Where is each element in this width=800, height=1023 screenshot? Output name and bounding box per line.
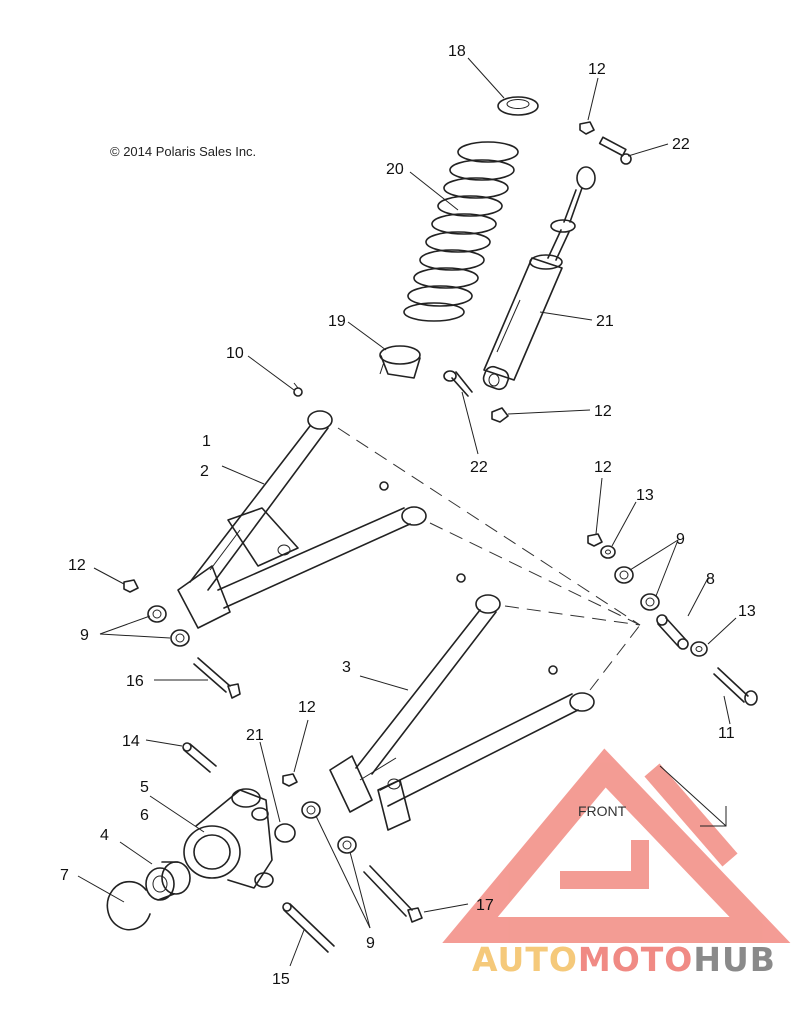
callout-2: 2	[200, 463, 209, 480]
grease-fitting-10	[293, 382, 303, 397]
grease-fitting-a	[379, 481, 389, 491]
coil-spring	[403, 141, 519, 322]
spring-seat	[379, 345, 421, 379]
callout-12-right: 12	[594, 459, 612, 476]
o-ring-21	[274, 823, 296, 843]
bushing-9-right-b	[640, 593, 660, 611]
snap-ring	[106, 880, 151, 931]
grease-fitting-b	[456, 573, 466, 583]
bushing-9-right-a	[614, 566, 634, 584]
callout-15: 15	[272, 971, 290, 988]
assembly-dash-lines	[337, 427, 641, 691]
bearing-carrier	[183, 788, 274, 889]
washer-13-upper	[600, 545, 616, 559]
spring-retainer-clip	[497, 96, 539, 116]
callout-18: 18	[448, 43, 466, 60]
callout-10: 10	[226, 345, 244, 362]
callout-14: 14	[122, 733, 140, 750]
callout-17: 17	[476, 897, 494, 914]
shock-absorber	[482, 166, 596, 391]
callout-13-lower: 13	[738, 603, 756, 620]
watermark-moto: MOTO	[577, 940, 694, 979]
leader-lines	[77, 57, 737, 967]
bolt-17	[363, 865, 423, 923]
wheel-bearing	[145, 861, 191, 901]
washer-13-lower	[690, 641, 708, 657]
callout-3: 3	[342, 659, 351, 676]
callout-13-upper: 13	[636, 487, 654, 504]
callout-4: 4	[100, 827, 109, 844]
pin-14	[182, 742, 217, 773]
bolt-11	[713, 667, 758, 706]
nut-12-right	[587, 533, 603, 547]
lower-a-arm	[329, 594, 595, 831]
grease-fitting-c	[548, 665, 558, 675]
callout-9-right: 9	[676, 531, 685, 548]
callout-12-top: 12	[588, 61, 606, 78]
callout-5: 5	[140, 779, 149, 796]
callout-9-bottom: 9	[366, 935, 375, 952]
pivot-sleeve	[656, 614, 689, 650]
callout-numbers: 18 12 22 20 21 19 10 12 1 22 2 12 13 9 1…	[60, 43, 756, 988]
bushing-9-left-b	[170, 629, 190, 647]
callout-7: 7	[60, 867, 69, 884]
bolt-16	[193, 657, 241, 699]
bushing-9-bottom-a	[301, 801, 321, 819]
front-direction-arrow: FRONT	[578, 765, 727, 827]
bushing-9-left-a	[147, 605, 167, 623]
nut-12-left	[123, 579, 139, 593]
copyright-text: © 2014 Polaris Sales Inc.	[110, 144, 257, 159]
watermark-text: AUTOMOTOHUB	[472, 940, 776, 979]
callout-12-bottom: 12	[298, 699, 316, 716]
callout-12-left: 12	[68, 557, 86, 574]
bolt-22-upper	[598, 136, 632, 165]
callout-21-shock: 21	[596, 313, 614, 330]
callout-11: 11	[718, 725, 735, 742]
nut-12-top	[579, 121, 595, 135]
callout-6: 6	[140, 807, 149, 824]
callout-12-shock: 12	[594, 403, 612, 420]
bushing-9-bottom-b	[337, 836, 357, 854]
callout-16: 16	[126, 673, 144, 690]
nut-12-bottom	[282, 773, 298, 787]
nut-12-shock-lower	[491, 407, 509, 423]
upper-a-arm	[177, 410, 427, 629]
callout-22-lower: 22	[470, 459, 488, 476]
watermark-auto: AUTO	[472, 940, 578, 979]
watermark-hub: HUB	[693, 940, 776, 979]
callout-1: 1	[202, 433, 211, 450]
callout-20: 20	[386, 161, 404, 178]
callout-9-left: 9	[80, 627, 89, 644]
watermark-logo	[442, 748, 791, 943]
callout-8: 8	[706, 571, 715, 588]
front-label: FRONT	[578, 803, 627, 819]
callout-21-ring: 21	[246, 727, 264, 744]
bolt-22-lower	[443, 370, 473, 397]
callout-22-top: 22	[672, 136, 690, 153]
callout-19: 19	[328, 313, 346, 330]
pin-15	[282, 902, 335, 953]
